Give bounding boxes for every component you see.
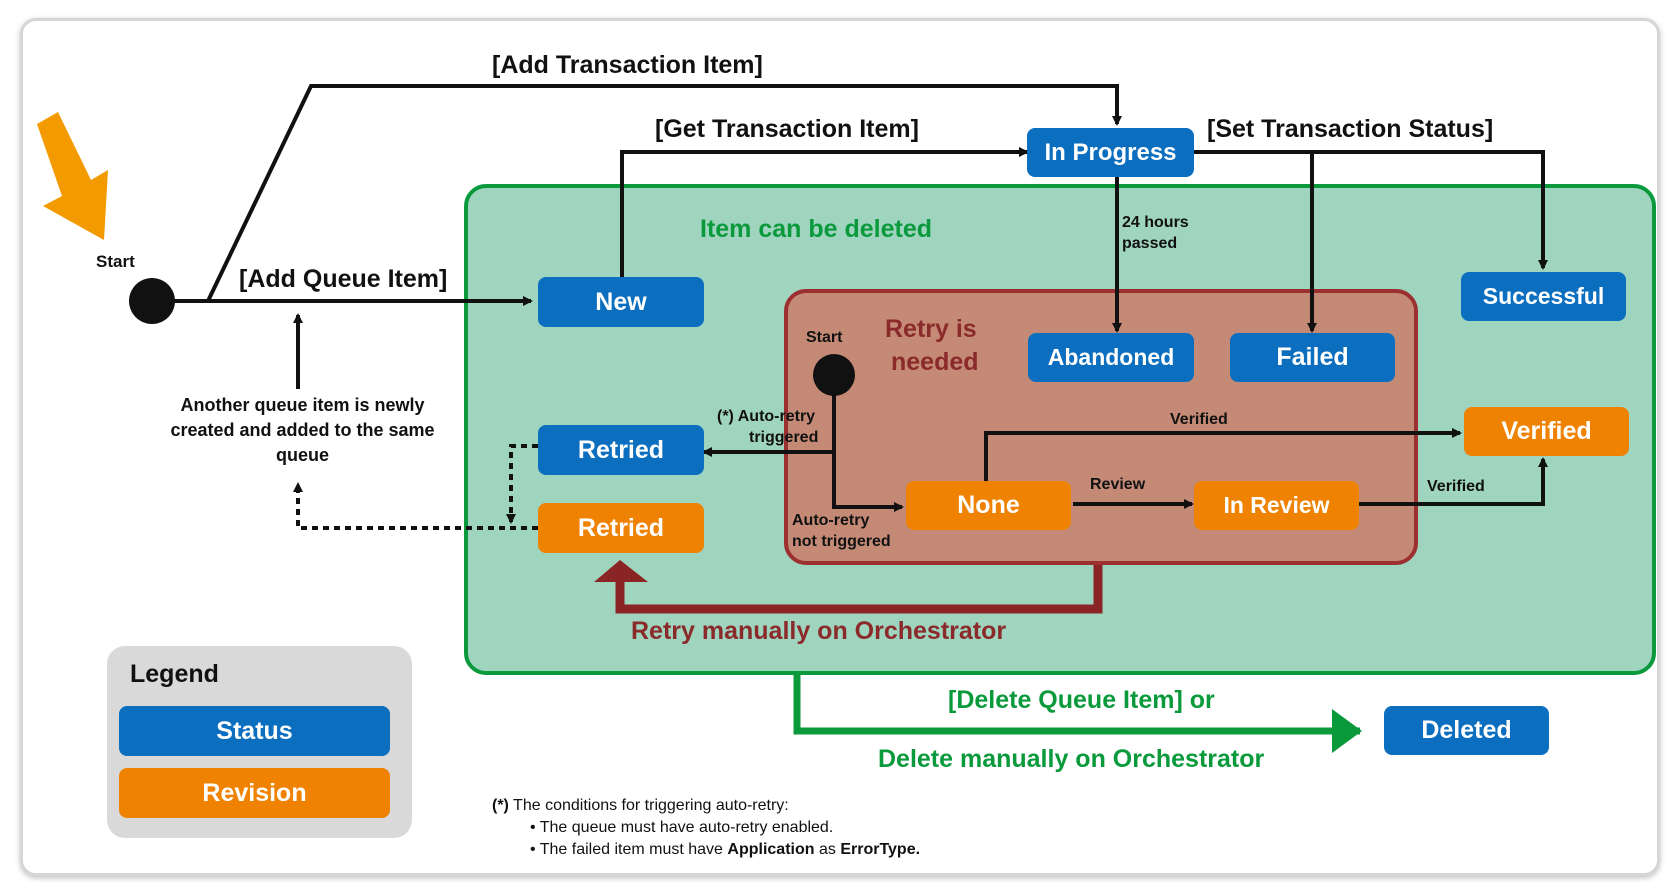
footnote-bullet-2-application: Application	[727, 841, 815, 858]
label-retry-is-needed-1: Retry is	[885, 315, 977, 343]
start-label-inner: Start	[806, 329, 843, 346]
label-auto-retry-triggered-2: triggered	[749, 429, 819, 446]
start-label-outer: Start	[96, 252, 135, 271]
revision-verified: Verified	[1464, 407, 1629, 456]
arrow-delete	[793, 673, 1362, 753]
arrow-inreview-verified	[1358, 457, 1548, 506]
footnote-bullet-2: • The failed item must have Application …	[492, 839, 920, 861]
arrow-retry-manually	[615, 565, 1103, 614]
label-add-queue-item: [Add Queue Item]	[239, 265, 448, 293]
label-retry-is-needed-2: needed	[891, 348, 979, 376]
label-24-hours-2: passed	[1122, 235, 1178, 252]
footnote-marker: (*)	[492, 797, 509, 814]
label-verified-top: Verified	[1170, 411, 1228, 428]
revision-retried: Retried	[538, 503, 704, 553]
label-another-queue-item-3: queue	[275, 445, 329, 465]
legend-title: Legend	[130, 660, 219, 688]
label-another-queue-item-1: Another queue item is newly	[180, 395, 425, 415]
label-auto-retry-not-triggered-2: not triggered	[792, 533, 891, 550]
label-add-transaction-item: [Add Transaction Item]	[492, 51, 763, 79]
label-delete-line1: [Delete Queue Item] or	[948, 686, 1215, 714]
state-retried: Retried	[538, 425, 704, 475]
footnote-intro-line: (*) The conditions for triggering auto-r…	[492, 795, 920, 817]
footnote-bullet-2-pre: • The failed item must have	[530, 841, 728, 858]
footnote-bullet-2-mid: as	[814, 841, 841, 858]
legend-status: Status	[119, 706, 390, 756]
label-auto-retry-triggered-1: (*) Auto-retry	[717, 408, 816, 425]
label-24-hours-1: 24 hours	[1122, 214, 1189, 231]
state-failed: Failed	[1230, 333, 1395, 382]
footnote-intro: The conditions for triggering auto-retry…	[508, 797, 789, 814]
revision-in-review: In Review	[1194, 481, 1359, 530]
label-auto-retry-not-triggered-1: Auto-retry	[792, 512, 870, 529]
legend: Legend Status Revision	[107, 646, 412, 838]
footnote: (*) The conditions for triggering auto-r…	[492, 795, 920, 861]
label-item-can-be-deleted: Item can be deleted	[700, 215, 933, 243]
label-verified-right: Verified	[1427, 478, 1485, 495]
footnote-bullet-1: • The queue must have auto-retry enabled…	[530, 819, 834, 836]
footnote-bullet-2-errortype: ErrorType.	[840, 841, 921, 858]
label-another-queue-item: Another queue item is newly created and …	[150, 393, 455, 468]
arrow-add-transaction-item	[206, 84, 1122, 302]
state-new: New	[538, 277, 704, 327]
state-in-progress: In Progress	[1027, 128, 1194, 177]
legend-revision: Revision	[119, 768, 390, 818]
label-review: Review	[1090, 476, 1146, 493]
label-set-transaction-status: [Set Transaction Status]	[1207, 115, 1494, 143]
dotted-retried-to-revision	[506, 444, 538, 524]
revision-none: None	[906, 481, 1071, 530]
arrow-auto-retry-not-triggered	[832, 452, 904, 512]
label-retry-manually: Retry manually on Orchestrator	[631, 617, 1007, 645]
start-pointer-arrow	[37, 112, 108, 240]
state-successful: Successful	[1461, 272, 1626, 321]
dotted-retried-back-to-queue	[293, 482, 538, 530]
state-deleted: Deleted	[1384, 706, 1549, 755]
state-abandoned: Abandoned	[1028, 333, 1194, 382]
arrow-none-verified	[984, 428, 1462, 481]
label-another-queue-item-2: created and added to the same	[170, 420, 435, 440]
arrow-retry-manually-head	[594, 560, 648, 582]
label-get-transaction-item: [Get Transaction Item]	[655, 115, 919, 143]
label-delete-line2: Delete manually on Orchestrator	[878, 745, 1265, 773]
arrow-get-transaction-item	[620, 147, 1029, 280]
